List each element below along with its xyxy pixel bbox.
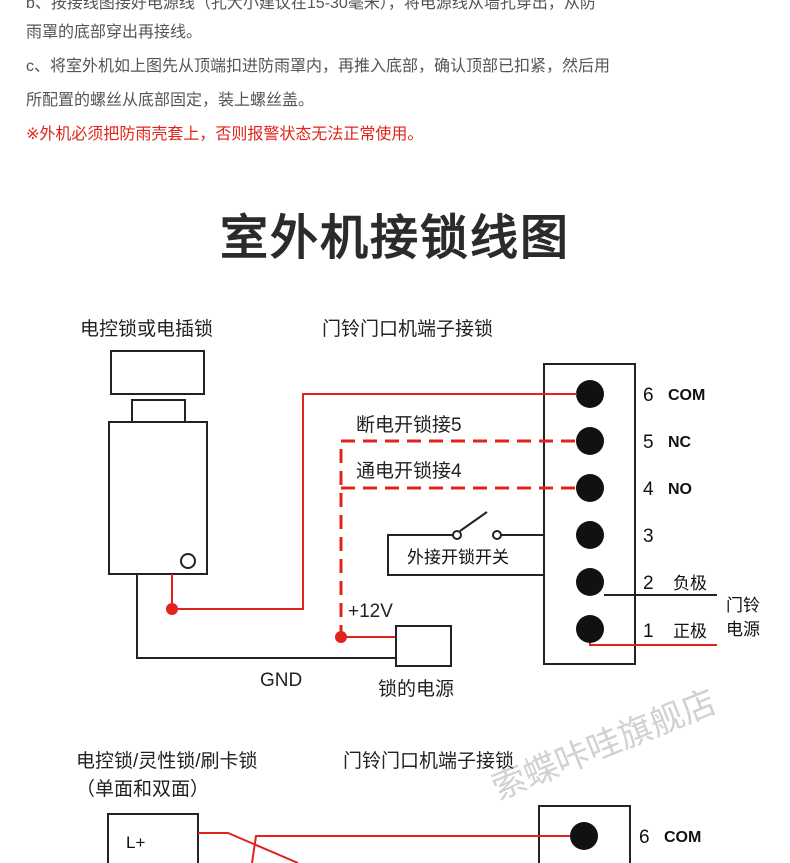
terminal-name-5: NC — [668, 434, 692, 451]
no-wire-label: 通电开锁接4 — [356, 460, 462, 482]
terminal-name-6: COM — [668, 387, 705, 404]
nc-wire — [339, 439, 577, 639]
switch-lever-icon — [459, 511, 488, 532]
warning-text: ※外机必须把防雨壳套上，否则报警状态无法正常使用。 — [26, 126, 424, 143]
instruction-b: b、按接线图接好电源线（孔大小建议在15-30毫米），将电源线从墙孔穿出，从防 — [26, 0, 596, 12]
lock-cap — [110, 350, 205, 395]
switch-loop-wire — [387, 534, 544, 576]
terminal-num-2: 2 — [643, 573, 654, 594]
terminal-name-2: 负极 — [673, 574, 707, 593]
terminal2-label: 门铃门口机端子接锁 — [343, 750, 514, 772]
terminal2-num-6: 6 — [639, 827, 650, 848]
bell-power-label-1: 门铃 — [726, 596, 760, 615]
terminal2-contact-6 — [570, 822, 598, 850]
com-wire-joint — [166, 603, 178, 615]
bell-power-label-2: 电源 — [726, 620, 760, 639]
terminal-contact-2 — [576, 568, 604, 596]
watermark: 索蝶咔哇旗舰店 — [487, 683, 722, 807]
lock-neck — [131, 399, 186, 423]
terminal-num-6: 6 — [643, 385, 654, 406]
terminal-num-3: 3 — [643, 526, 654, 547]
gnd-wire — [136, 574, 396, 659]
lplus-label: L+ — [126, 833, 145, 852]
electric-lock — [108, 350, 208, 575]
lock2-body — [107, 813, 199, 863]
terminal2-name-6: COM — [664, 829, 701, 846]
terminal-contact-6 — [576, 380, 604, 408]
terminal-contact-5 — [576, 427, 604, 455]
lock-body — [108, 421, 208, 575]
lock2-wire-com — [251, 835, 570, 863]
switch-contact-left — [452, 530, 462, 540]
lock-power-label: 锁的电源 — [378, 678, 454, 700]
bell-positive-wire — [589, 643, 717, 646]
terminal-contacts — [576, 380, 604, 643]
lock2-sublabel: （单面和双面） — [76, 778, 209, 800]
plus12v-label: +12V — [348, 601, 393, 622]
lock-hole-icon — [180, 553, 196, 569]
terminal-label: 门铃门口机端子接锁 — [322, 318, 493, 340]
terminal-num-1: 1 — [643, 621, 654, 642]
gnd-label: GND — [260, 670, 302, 691]
lock-power-box — [395, 625, 452, 667]
terminal-num-4: 4 — [643, 479, 654, 500]
terminal-name-1: 正极 — [673, 622, 707, 641]
lock2-wire-a — [198, 832, 299, 863]
switch-contact-right — [492, 530, 502, 540]
instruction-c: c、将室外机如上图先从顶端扣进防雨罩内，再推入底部，确认顶部已扣紧，然后用 — [26, 58, 611, 75]
terminal-contact-4 — [576, 474, 604, 502]
nc-wire-label: 断电开锁接5 — [356, 414, 462, 436]
com-wire — [171, 393, 577, 610]
terminal-name-4: NO — [668, 481, 692, 498]
terminal-num-5: 5 — [643, 432, 654, 453]
switch-label: 外接开锁开关 — [407, 548, 509, 567]
page-title: 室外机接锁线图 — [219, 212, 570, 265]
terminal-block — [543, 363, 636, 665]
terminal-contact-1 — [576, 615, 604, 643]
lock-label: 电控锁或电插锁 — [80, 318, 213, 340]
instruction-c-cont: 所配置的螺丝从底部固定，装上螺丝盖。 — [26, 92, 315, 109]
terminal-contact-3 — [576, 521, 604, 549]
instruction-b-cont: 雨罩的底部穿出再接线。 — [26, 24, 203, 41]
lock2-label: 电控锁/灵性锁/刷卡锁 — [76, 750, 258, 772]
